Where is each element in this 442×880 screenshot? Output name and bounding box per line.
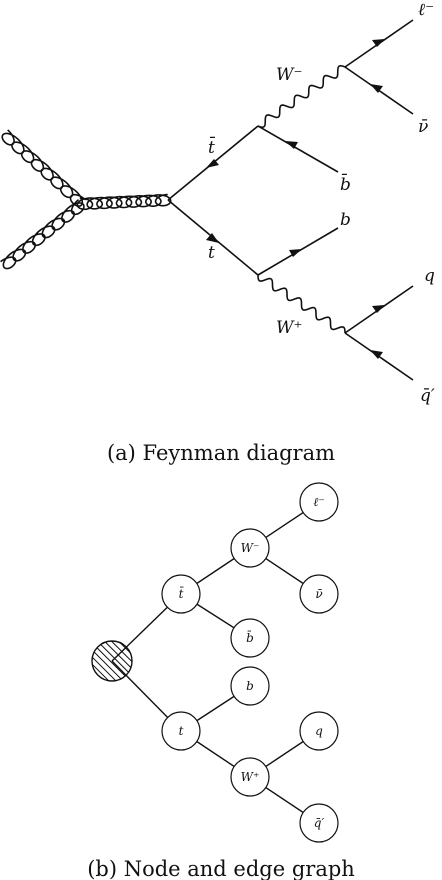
gluon-line-lower	[0, 199, 85, 270]
lepton-arrow	[372, 39, 385, 47]
node-w-minus	[230, 528, 270, 568]
node-w-minus-label: W⁻	[241, 541, 260, 555]
label-antitop: t̄	[208, 135, 215, 158]
b-arrow	[289, 249, 302, 257]
node-edge-graph: t̄ t W⁻ b̄ b W⁺ ℓ⁻ ν̄ q q̄′ (b) Node and…	[87, 482, 355, 880]
node-bbar-label: b̄	[246, 629, 254, 645]
node-antiquark-prime	[299, 803, 339, 843]
node-antitop	[161, 574, 201, 614]
node-top	[161, 711, 201, 751]
label-lepton: ℓ⁻	[418, 0, 434, 20]
label-w-minus: W⁻	[276, 65, 302, 85]
bbar-arrow	[285, 141, 298, 149]
node-w-plus-label: W⁺	[241, 770, 260, 784]
label-bbar: b̄	[340, 172, 351, 195]
node-b-label: b	[246, 679, 254, 693]
node-top-label: t	[179, 724, 184, 738]
feynman-diagram: W⁻ W⁺ t̄ t ℓ⁻ ν̄ b̄ b q q̄′ (a) Feynman …	[0, 0, 435, 465]
node-b	[230, 666, 270, 706]
node-antineutrino	[299, 574, 339, 614]
root-node	[91, 640, 133, 682]
top-arrow	[206, 233, 219, 243]
gluon-line-upper	[1, 129, 87, 207]
node-bbar	[230, 618, 270, 658]
label-top: t	[208, 243, 215, 263]
quark-arrow	[372, 305, 385, 313]
node-quark	[299, 711, 339, 751]
antitop-arrow	[206, 159, 219, 168]
node-quark-label: q	[315, 724, 323, 738]
w-plus-boson-line	[257, 274, 346, 334]
node-lepton	[299, 482, 339, 522]
antineutrino-arrow	[370, 84, 383, 93]
node-antineutrino-label: ν̄	[315, 587, 322, 601]
w-minus-boson-line	[257, 64, 346, 129]
node-antiquark-prime-label: q̄′	[314, 816, 325, 830]
label-w-plus: W⁺	[276, 318, 302, 338]
antiquark-arrow	[370, 350, 383, 359]
caption-graph: (b) Node and edge graph	[87, 857, 355, 880]
caption-feynman: (a) Feynman diagram	[107, 441, 335, 465]
node-antitop-label: t̄	[179, 585, 185, 601]
node-lepton-label: ℓ⁻	[313, 495, 324, 509]
label-antiquark-prime: q̄′	[420, 386, 435, 406]
node-w-plus	[230, 757, 270, 797]
label-b: b	[340, 210, 351, 230]
label-quark: q	[424, 266, 435, 286]
gluon-propagator	[76, 193, 172, 211]
label-antineutrino: ν̄	[418, 117, 428, 137]
bbar-line	[257, 125, 339, 173]
